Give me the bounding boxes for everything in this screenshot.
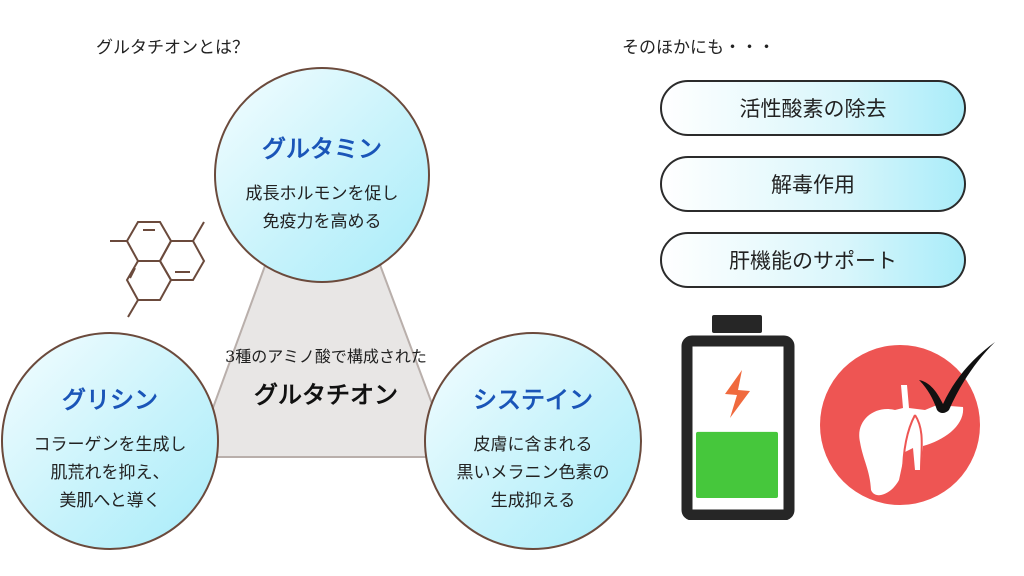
battery-charging-icon xyxy=(681,315,795,520)
circle-glutamine: グルタミン 成長ホルモンを促し免疫力を高める xyxy=(214,67,430,283)
cysteine-desc-line: 黒いメラニン色素の xyxy=(456,463,610,483)
center-triangle xyxy=(193,107,454,458)
glutamine-desc-line: 免疫力を高める xyxy=(262,212,382,232)
right-heading: そのほかにも・・・ xyxy=(622,38,775,58)
molecule-icon xyxy=(110,221,206,318)
circle-glycine: グリシン コラーゲンを生成し肌荒れを抑え、美肌へと導く xyxy=(1,332,219,550)
glycine-desc-line: コラーゲンを生成し xyxy=(33,435,187,455)
glutamine-title: グルタミン xyxy=(262,135,382,163)
benefit-pill: 肝機能のサポート xyxy=(660,232,966,288)
cysteine-desc-line: 皮膚に含まれる xyxy=(473,435,593,455)
liver-check-icon xyxy=(820,342,995,505)
center-subtitle: 3種のアミノ酸で構成された xyxy=(225,347,427,366)
lightning-icon xyxy=(725,370,750,418)
checkmark-icon xyxy=(919,342,995,413)
left-heading: グルタチオンとは？ xyxy=(96,38,249,58)
glycine-desc-line: 美肌へと導く xyxy=(59,491,161,511)
glycine-title: グリシン xyxy=(62,386,158,414)
circle-cysteine: システイン 皮膚に含まれる黒いメラニン色素の生成抑える xyxy=(424,332,642,550)
cysteine-desc-line: 生成抑える xyxy=(490,491,576,511)
glutamine-desc-line: 成長ホルモンを促し xyxy=(245,184,399,204)
center-label: 3種のアミノ酸で構成された グルタチオン xyxy=(195,343,457,410)
battery-level-fill xyxy=(696,431,778,498)
benefit-pill: 解毒作用 xyxy=(660,156,966,212)
cysteine-title: システイン xyxy=(473,386,593,414)
glycine-desc-line: 肌荒れを抑え、 xyxy=(50,463,170,483)
center-title: グルタチオン xyxy=(254,381,398,409)
benefit-pill: 活性酸素の除去 xyxy=(660,80,966,136)
